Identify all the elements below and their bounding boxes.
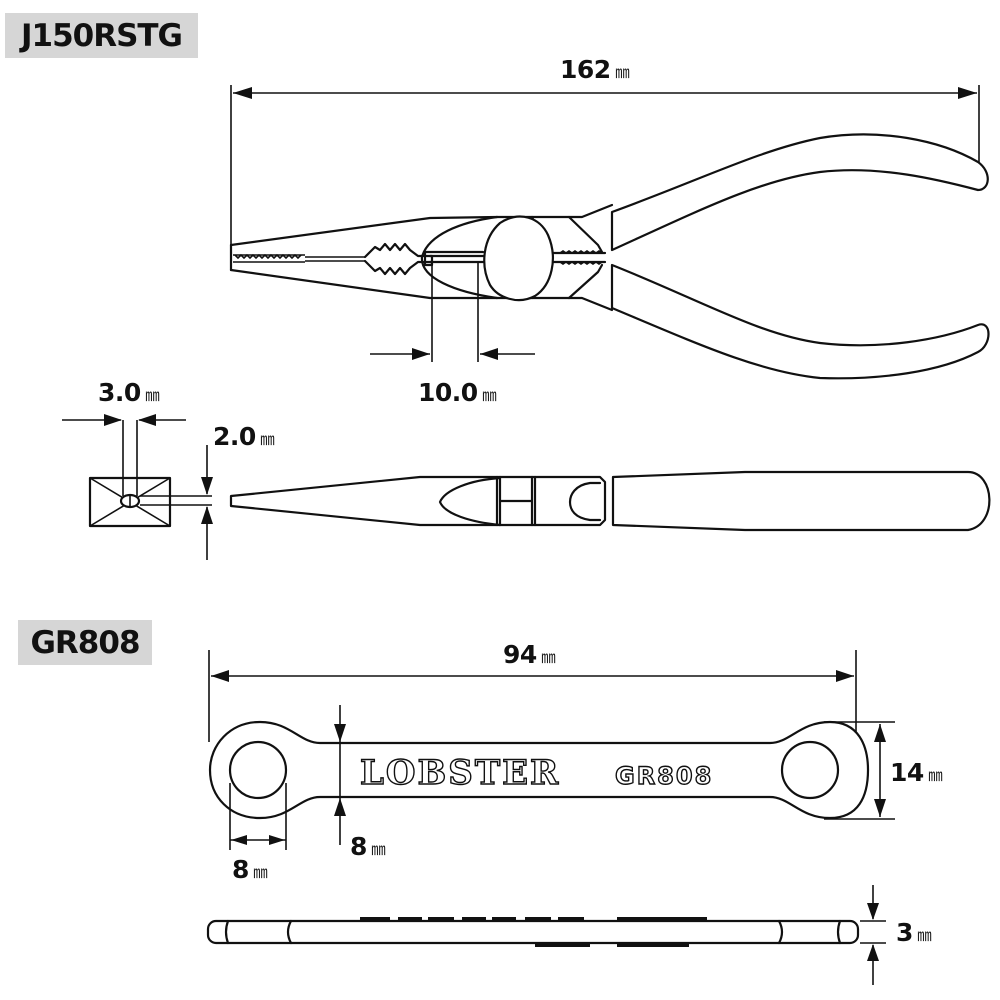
- dim-unit: ㎜: [540, 648, 555, 668]
- arrow-left-icon: [480, 348, 498, 360]
- arrow-right-icon: [412, 348, 430, 360]
- dim-unit: ㎜: [481, 386, 496, 406]
- dim-value: 8: [350, 832, 367, 861]
- dim-value: 162: [560, 55, 611, 84]
- dim-value: 3: [896, 918, 913, 947]
- dim-unit: ㎜: [614, 63, 629, 83]
- brand-engraving: LOBSTER: [360, 753, 560, 793]
- dim-unit: ㎜: [259, 430, 274, 450]
- dim-value: 3.0: [98, 378, 141, 407]
- pliers-top-view: [229, 85, 990, 380]
- dim-unit: ㎜: [927, 766, 942, 786]
- model-engraving: GR808: [615, 762, 713, 790]
- dim-value: 14: [890, 758, 924, 787]
- model-label-pliers: J150RSTG: [20, 17, 183, 54]
- arrow-right-icon: [958, 87, 977, 99]
- dim-unit: ㎜: [371, 840, 385, 860]
- model-label-spanner: GR808: [30, 624, 140, 661]
- dim-value: 10.0: [418, 378, 478, 407]
- dim-unit: ㎜: [917, 926, 931, 946]
- dim-value: 8: [232, 855, 249, 884]
- arrow-left-icon: [233, 87, 252, 99]
- pliers-side-view: [62, 414, 991, 560]
- dim-unit: ㎜: [144, 386, 159, 406]
- spanner-side-view: [206, 885, 886, 985]
- dim-unit: ㎜: [253, 863, 267, 883]
- dim-value: 2.0: [213, 422, 256, 451]
- model-badge-spanner: GR808: [18, 620, 152, 665]
- dim-value: 94: [503, 640, 537, 669]
- model-badge-pliers: J150RSTG: [5, 13, 198, 58]
- spanner-top-view: LOBSTER GR808: [208, 650, 895, 850]
